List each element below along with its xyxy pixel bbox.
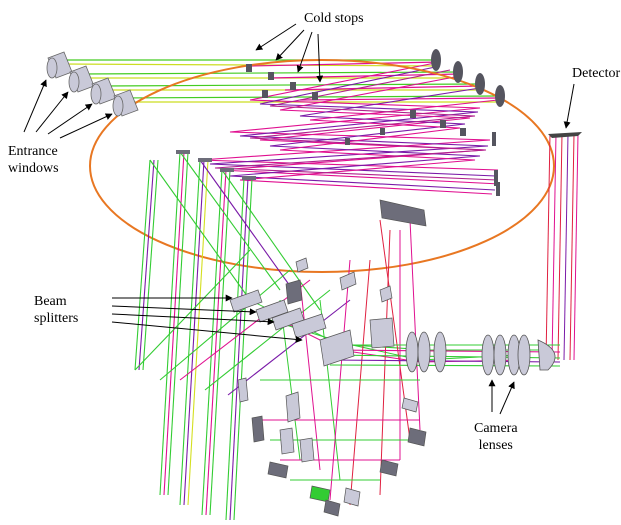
- detector-beam: [545, 133, 579, 361]
- annotation-arrows: [23, 23, 575, 415]
- camera-lenses-line-1: Camera: [474, 421, 518, 436]
- fold-mirrors: [431, 49, 505, 196]
- entrance-windows-label: Entrance windows: [8, 143, 59, 177]
- camera-lens-group: [405, 331, 556, 376]
- camera-lenses-line-2: lenses: [478, 438, 513, 453]
- beam-splitter-elements: [229, 199, 427, 517]
- cold-stop-elements: [246, 64, 466, 145]
- detector-label: Detector: [572, 66, 621, 81]
- folded-beam-paths: [199, 61, 501, 195]
- detector: [548, 132, 582, 138]
- camera-lenses-label: Camera lenses: [474, 420, 518, 454]
- beam-splitters-line-1: Beam: [34, 294, 67, 309]
- cold-stops-label: Cold stops: [304, 11, 364, 26]
- diagonal-beam-tubes: [134, 151, 351, 521]
- beam-splitters-label: Beam splitters: [34, 293, 78, 327]
- entrance-window-cylinders: [46, 51, 139, 117]
- entrance-windows-line-2: windows: [8, 161, 59, 176]
- cold-optics-ellipse: [89, 59, 555, 273]
- beam-splitters-line-2: splitters: [34, 311, 79, 326]
- entrance-windows-line-1: Entrance: [8, 144, 58, 159]
- column-endcaps: [176, 150, 256, 180]
